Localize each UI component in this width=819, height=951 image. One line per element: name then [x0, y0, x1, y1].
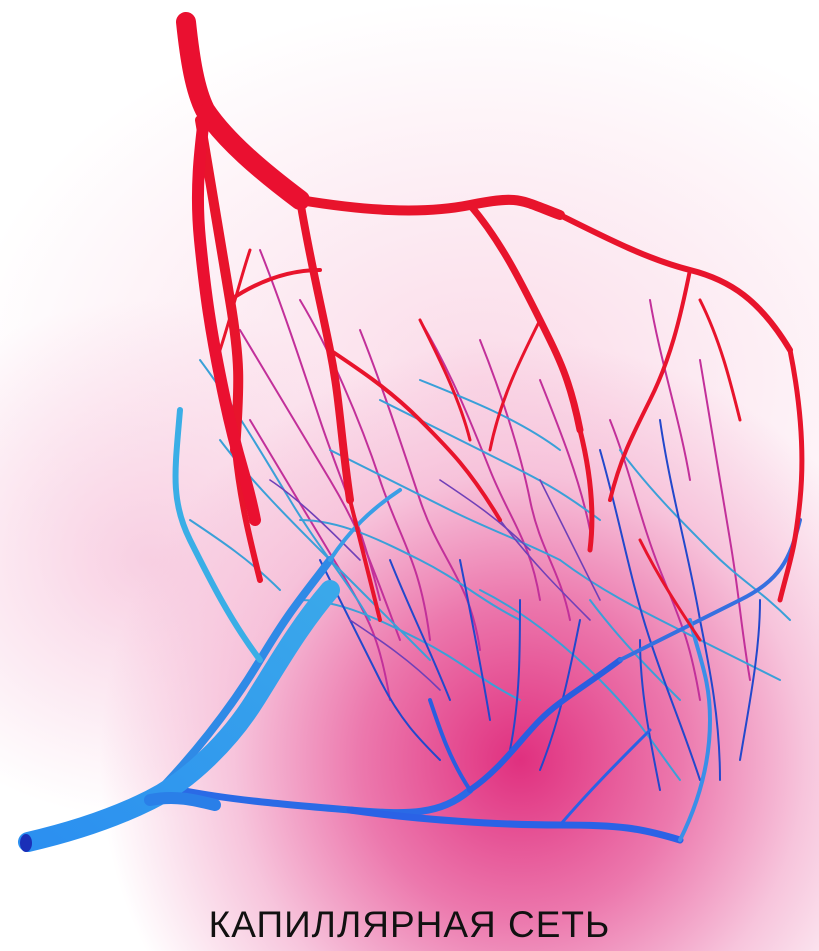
capillary-mesh — [190, 250, 790, 790]
vein-opening — [20, 834, 32, 852]
diagram-caption: КАПИЛЛЯРНАЯ СЕТЬ — [0, 904, 819, 946]
